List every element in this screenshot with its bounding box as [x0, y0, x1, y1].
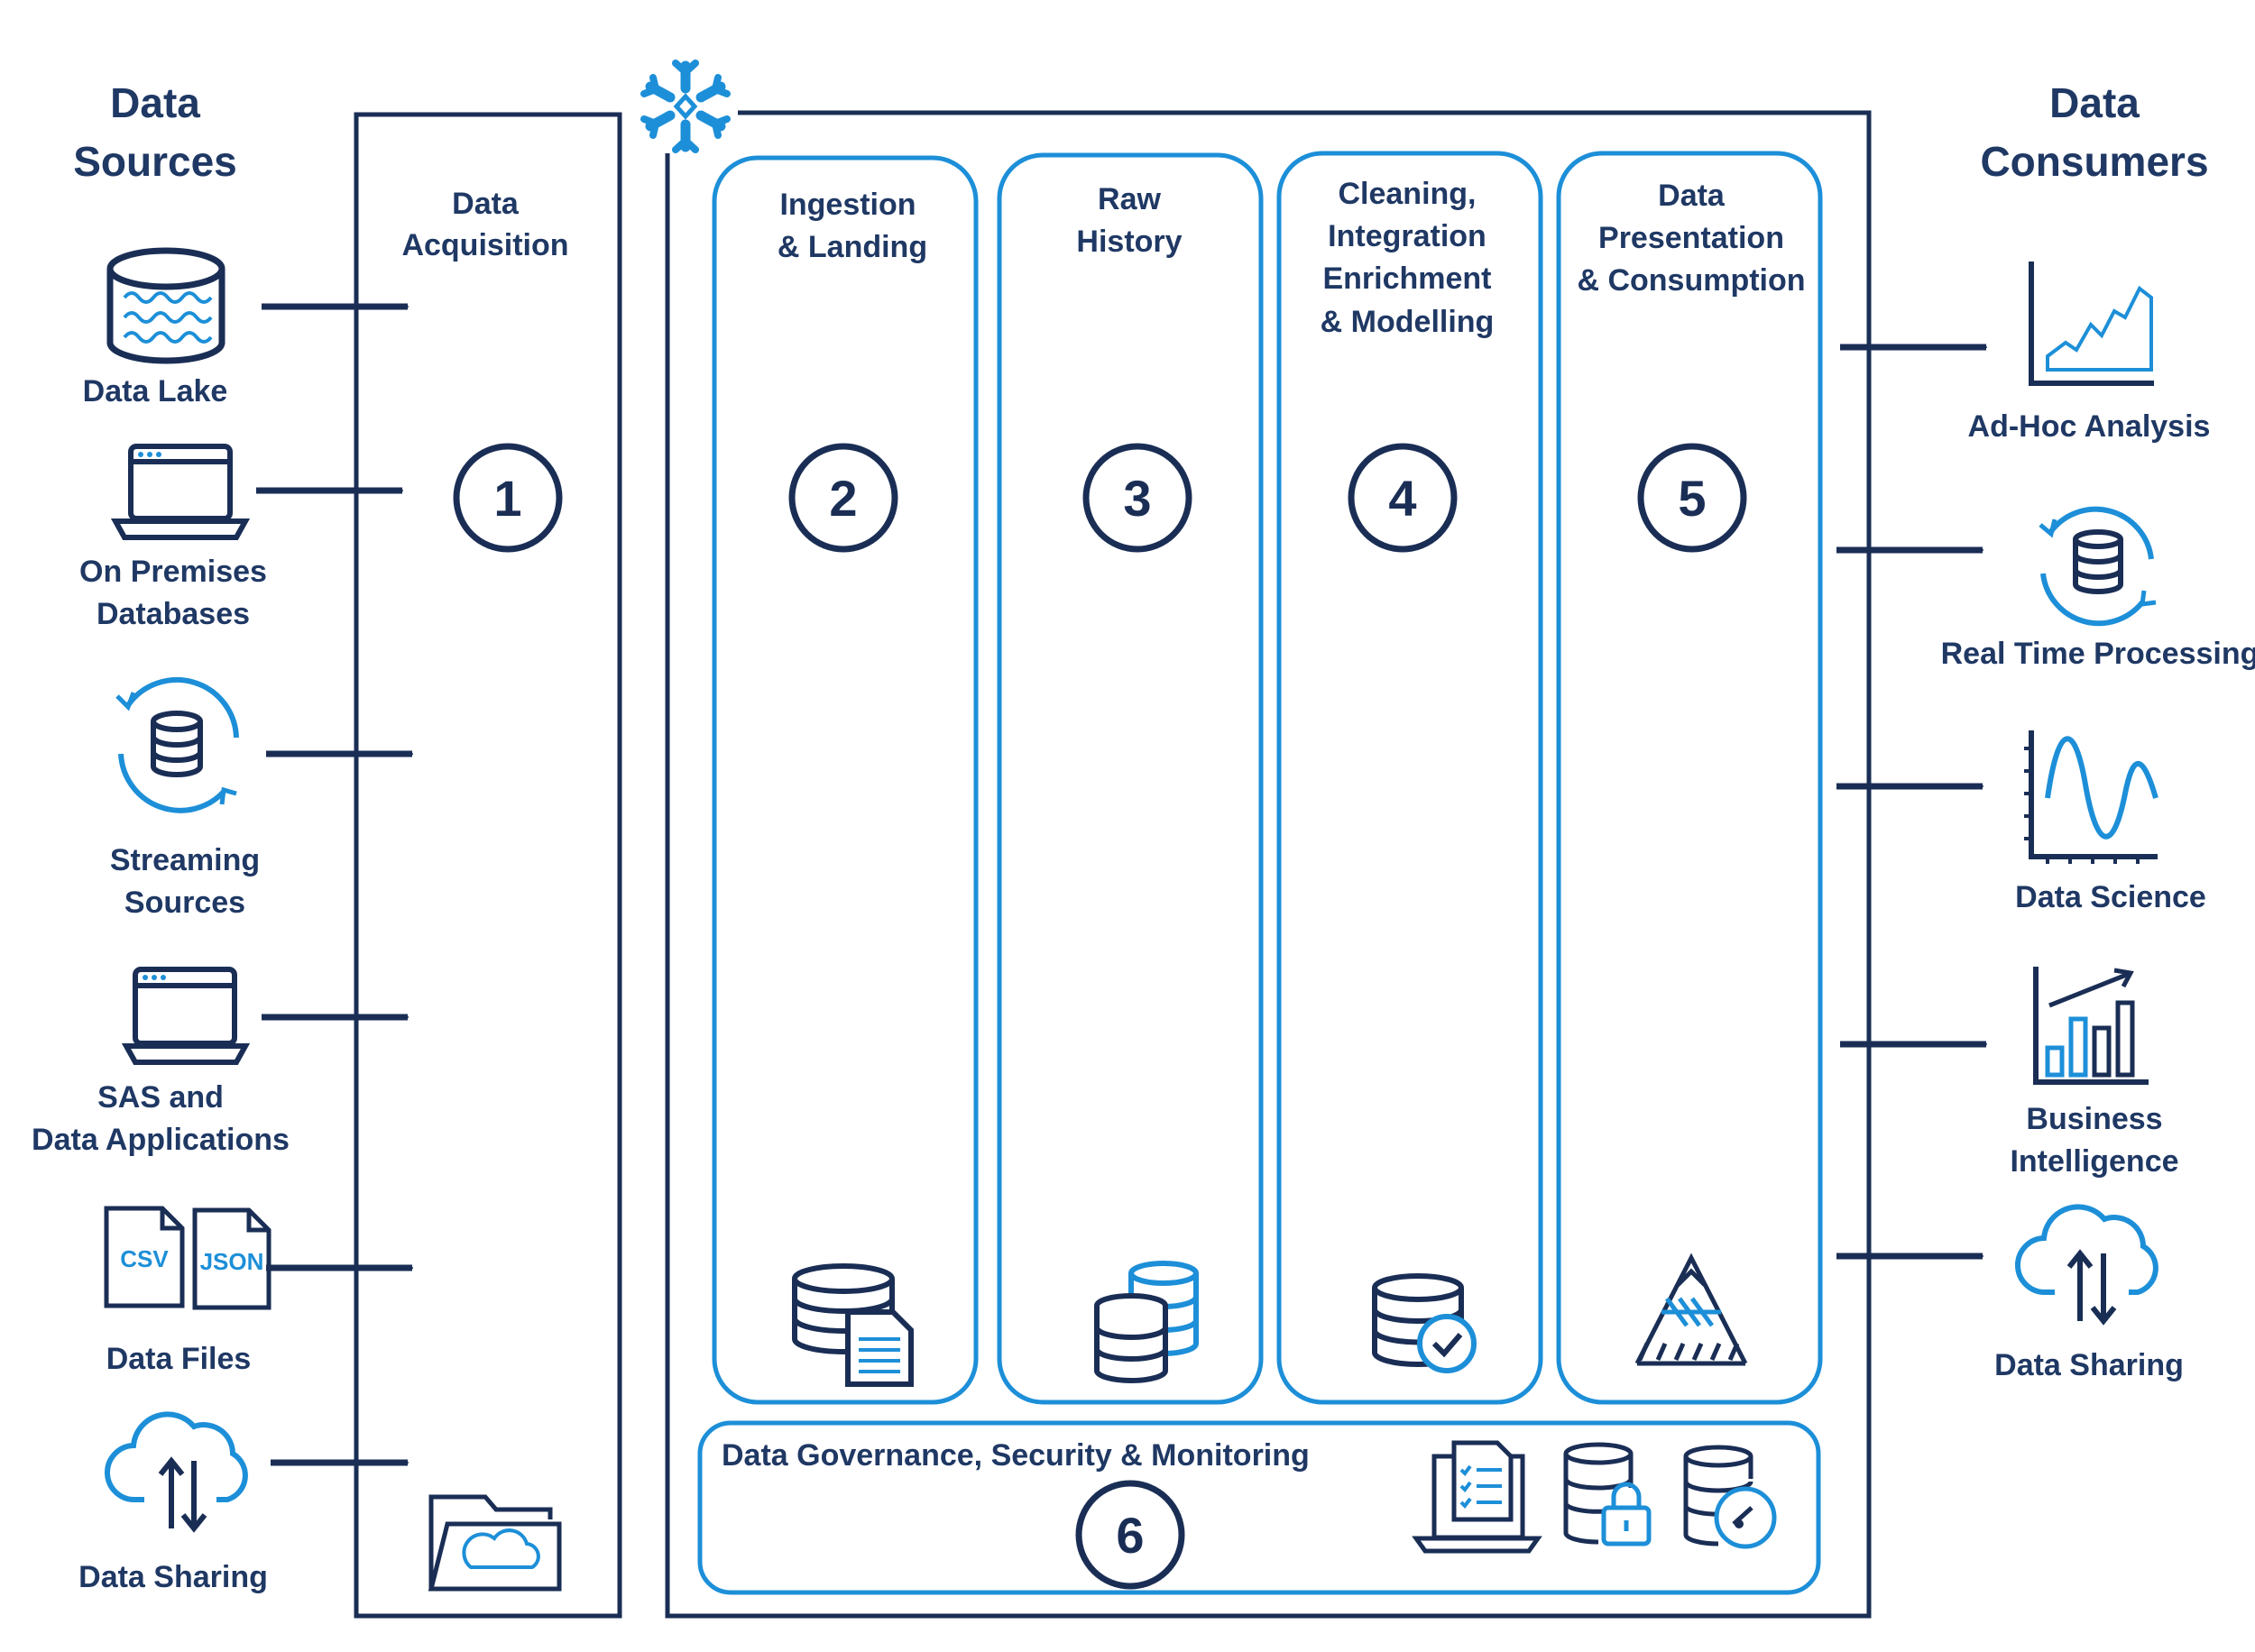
governance-panel: Data Governance, Security & Monitoring 6 — [697, 1420, 1821, 1595]
stage-panel — [712, 155, 979, 1405]
data-sources-column: Data Sources Data Lake — [32, 79, 412, 1594]
source-data-lake: Data Lake — [83, 247, 228, 408]
source-label: Streaming — [110, 843, 260, 877]
stage-title: Enrichment — [1322, 262, 1491, 296]
acquisition-border — [354, 112, 622, 1619]
laptop-checklist-icon — [1412, 1440, 1542, 1554]
consumer-data-science: Data Science — [2015, 730, 2206, 914]
source-label: Data Applications — [32, 1123, 290, 1157]
step-5-badge: 5 — [1637, 443, 1747, 553]
platform-border — [665, 110, 1872, 1619]
consumer-real-time-processing: Real Time Processing — [1941, 506, 2255, 671]
consumer-business-intelligence: Business Intelligence — [2010, 967, 2179, 1179]
stage-ingestion-landing: Ingestion & Landing 2 — [712, 155, 979, 1405]
source-data-files: CSV JSON Data Files — [104, 1206, 272, 1376]
consumer-arrows — [1836, 344, 1986, 1260]
source-label: Sources — [124, 886, 245, 920]
step-number: 5 — [1678, 470, 1706, 527]
stage-raw-history: Raw History 3 — [997, 152, 1264, 1405]
sine-wave-chart-icon — [2024, 730, 2158, 864]
consumer-ad-hoc-analysis: Ad-Hoc Analysis — [1968, 262, 2211, 444]
step-1-badge: 1 — [453, 443, 563, 553]
json-file-label: JSON — [200, 1248, 264, 1275]
consumer-label: Data Science — [2015, 880, 2206, 914]
data-consumers-column: Data Consumers Ad-Hoc Analysis — [1941, 79, 2255, 1382]
bar-chart-trend-icon — [2033, 967, 2149, 1085]
step-6-badge: 6 — [1075, 1480, 1185, 1590]
stacked-databases-icon — [1094, 1261, 1199, 1383]
stage-presentation-consumption: Data Presentation & Consumption 5 — [1556, 151, 1823, 1405]
data-lake-icon — [106, 247, 226, 364]
stage-panel — [1556, 151, 1823, 1405]
source-streaming-sources: Streaming Sources — [110, 676, 260, 920]
step-number: 4 — [1388, 470, 1416, 527]
database-check-icon — [1372, 1273, 1477, 1373]
acquisition-title-line2: Acquisition — [401, 228, 568, 262]
stage-cleaning-modelling: Cleaning, Integration Enrichment & Model… — [1276, 151, 1543, 1405]
database-gauge-icon — [1683, 1445, 1777, 1549]
stage-panel — [997, 152, 1264, 1405]
consumers-title-line2: Consumers — [1980, 138, 2208, 185]
laptop-icon — [121, 967, 251, 1065]
stage-title: Data — [1658, 179, 1726, 213]
stage-panel — [1276, 151, 1543, 1405]
source-label: SAS and — [97, 1080, 224, 1115]
consumer-label: Real Time Processing — [1941, 637, 2255, 671]
stage-title: & Modelling — [1321, 305, 1495, 339]
cloud-sync-icon — [2015, 1204, 2158, 1326]
source-label: Data Sharing — [78, 1560, 268, 1594]
step-4-badge: 4 — [1348, 443, 1458, 553]
source-label: Data Files — [106, 1342, 252, 1376]
consumer-label: Business — [2026, 1102, 2162, 1136]
csv-json-files-icon: CSV JSON — [104, 1206, 272, 1310]
stage-title: & Consumption — [1577, 263, 1805, 298]
consumers-title-line1: Data — [2049, 79, 2140, 126]
stage-title: History — [1076, 225, 1182, 259]
consumer-label: Data Sharing — [1994, 1348, 2184, 1382]
mountain-icon — [1634, 1253, 1748, 1366]
database-document-icon — [792, 1263, 914, 1387]
source-on-premises-databases: On Premises Databases — [79, 444, 267, 631]
snowflake-icon — [640, 60, 731, 153]
step-number: 2 — [829, 470, 857, 527]
source-data-sharing: Data Sharing — [78, 1411, 268, 1594]
source-sas-data-applications: SAS and Data Applications — [32, 967, 290, 1157]
source-label: On Premises — [79, 555, 267, 589]
step-number: 1 — [493, 470, 521, 527]
source-label: Data Lake — [83, 374, 228, 408]
stage-title: & Landing — [778, 230, 927, 264]
line-chart-icon — [2029, 262, 2154, 386]
database-lock-icon — [1563, 1442, 1652, 1546]
step-2-badge: 2 — [788, 443, 898, 553]
consumer-label: Intelligence — [2010, 1144, 2178, 1179]
source-label: Databases — [97, 597, 250, 631]
stage-title: Integration — [1328, 219, 1486, 253]
consumer-data-sharing: Data Sharing — [1994, 1204, 2184, 1382]
stage-title: Ingestion — [779, 188, 916, 222]
step-3-badge: 3 — [1082, 443, 1192, 553]
source-arrows — [256, 303, 412, 1466]
cloud-sync-icon — [105, 1411, 248, 1533]
sources-title-line2: Sources — [73, 138, 237, 185]
consumer-label: Ad-Hoc Analysis — [1968, 409, 2211, 444]
csv-file-label: CSV — [120, 1245, 169, 1272]
step-number: 3 — [1123, 470, 1151, 527]
laptop-icon — [110, 444, 251, 540]
step-number: 6 — [1116, 1507, 1144, 1564]
stage-title: Presentation — [1598, 221, 1784, 255]
acquisition-title-line1: Data — [452, 187, 520, 221]
data-acquisition-panel: Data Acquisition 1 — [354, 112, 622, 1619]
streaming-database-icon — [115, 676, 239, 813]
cloud-folder-icon — [428, 1494, 562, 1592]
sources-title-line1: Data — [110, 79, 200, 126]
snowflake-platform: Ingestion & Landing 2 Raw History 3 — [640, 60, 1986, 1619]
realtime-database-icon — [2039, 506, 2157, 627]
governance-border — [697, 1420, 1821, 1595]
stage-title: Raw — [1098, 182, 1161, 216]
stage-title: Cleaning, — [1338, 177, 1476, 211]
governance-label: Data Governance, Security & Monitoring — [722, 1438, 1310, 1473]
